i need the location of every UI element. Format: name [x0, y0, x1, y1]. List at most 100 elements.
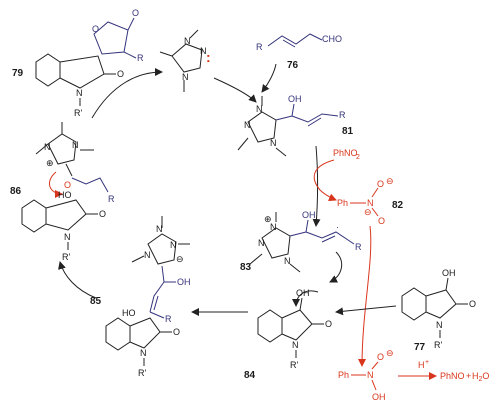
methyl-86-2: [35, 143, 49, 155]
rp-label-84: R': [290, 360, 298, 370]
compound-77: OH O N R' 77: [401, 268, 476, 353]
o-label-85: O: [173, 327, 180, 337]
chain-86: [71, 177, 109, 193]
n-label-86: N: [64, 232, 71, 242]
r-label-81: R: [339, 110, 346, 120]
rp-label-85: R': [138, 368, 146, 378]
lactone-ring-o: O: [92, 24, 99, 34]
rp-label-86: R': [62, 252, 70, 262]
lactone-carbonyl: [127, 17, 135, 31]
label-84: 84: [244, 370, 256, 381]
n-label-79: N: [76, 88, 83, 98]
c-co-86: [65, 163, 73, 177]
arrow-carbene-to-81: [213, 77, 257, 103]
o2-82: O: [378, 216, 385, 226]
o-label-86: O: [99, 209, 106, 219]
oh-bottom: OH: [372, 392, 386, 402]
oh-label-81: OH: [288, 94, 302, 104]
triazole-ring-85: [147, 233, 177, 265]
ho-label-85: HO: [122, 308, 136, 318]
water-product: H2O: [472, 371, 489, 383]
n1-top: N: [184, 36, 191, 46]
red-curved-arrow-86: [48, 171, 63, 198]
r-bond-79: [123, 51, 137, 59]
lactone-ring: [93, 21, 129, 55]
double-85: [153, 295, 159, 311]
ph-82: Ph: [337, 198, 348, 208]
lactam-ring-85: [129, 317, 161, 349]
r-label-76: R: [256, 42, 263, 52]
methyl-top-1: [189, 29, 199, 39]
chain-85: [149, 281, 165, 313]
n-label-84: N: [292, 340, 299, 350]
r-label-85: R: [165, 314, 172, 324]
lactam-ring-79: [59, 55, 105, 89]
minus-85: ⊖: [176, 254, 184, 264]
nhc-carbene: N N N :: [159, 29, 211, 92]
oh-label-85: OH: [177, 277, 191, 287]
n4-top: N: [182, 72, 189, 82]
radical-dot-83: ·: [336, 222, 339, 232]
rp-label-77: R': [434, 340, 442, 350]
compound-83: N ⊕ N N OH · R 83: [240, 210, 362, 283]
label-85: 85: [90, 296, 102, 307]
label-81: 81: [342, 126, 354, 137]
h-plus-label: H: [418, 360, 425, 370]
label-79: 79: [12, 68, 24, 79]
n1-81: N: [256, 104, 263, 114]
methyl-top-3: [159, 51, 173, 57]
compound-82: Ph N O ⊖ O ⊖ 82: [337, 176, 404, 226]
oh-bond-81: [291, 103, 295, 117]
compound-85: N N ⊖ N OH R O HO N R' 85: [90, 216, 191, 378]
o1-82: O: [377, 179, 384, 189]
o-label-84: O: [325, 319, 332, 329]
enal-chain: [267, 33, 323, 47]
n2-81: N: [244, 120, 251, 130]
oh-bond-83: [305, 219, 309, 233]
methyl-81-3: [275, 147, 287, 157]
rp-label-79: R': [74, 108, 82, 118]
o-label-79: O: [117, 69, 124, 79]
double-83: [321, 235, 336, 243]
n1-85: N: [156, 224, 163, 234]
n-o-bottom: [371, 361, 379, 370]
minus1-82: ⊖: [386, 176, 394, 186]
curved-arrow-83: [329, 251, 343, 283]
ph-bottom: Ph: [338, 370, 349, 380]
minus-bottom: ⊖: [386, 348, 394, 358]
c-c-83: [289, 231, 307, 237]
benzene-85: [105, 317, 131, 351]
arrow-77-to-84: [335, 305, 397, 316]
n-o2-82: [371, 207, 379, 217]
minus2-82: ⊖: [364, 207, 372, 217]
n4-81: N: [270, 138, 277, 148]
byproducts: Ph N O ⊖ OH H + PhNO + H2O: [338, 348, 489, 402]
carbene-lone-pair: :: [206, 49, 211, 65]
c-c-85: [161, 265, 165, 283]
enal-double: [282, 39, 296, 48]
n2-top: N: [200, 46, 207, 56]
benzene-84: [257, 309, 283, 343]
n4-85: N: [144, 250, 151, 260]
cho-label-76: CHO: [322, 34, 342, 44]
benzene-79: [35, 53, 61, 87]
label-76: 76: [287, 60, 299, 71]
r-label-83: R: [355, 242, 362, 252]
n1-83: N: [270, 222, 277, 232]
n-label-77: N: [436, 320, 443, 330]
compound-84: OH O N R' 84: [244, 288, 332, 381]
r-label-79: R: [137, 53, 144, 63]
triazole-ring-86: [47, 133, 77, 165]
phno2-text: PhNO: [333, 148, 358, 158]
svg-text:+: +: [425, 359, 429, 366]
arrow-85-to-86: [58, 261, 97, 299]
lactam-ring-77: [425, 289, 457, 319]
benzene-77: [401, 287, 427, 321]
triazole-ring-top: [171, 43, 203, 73]
n2-83: N: [258, 238, 265, 248]
red-arrow-82-to-byproduct: [358, 225, 372, 367]
arrow-86-to-carbene: [91, 68, 163, 119]
chain-81: [291, 113, 339, 123]
